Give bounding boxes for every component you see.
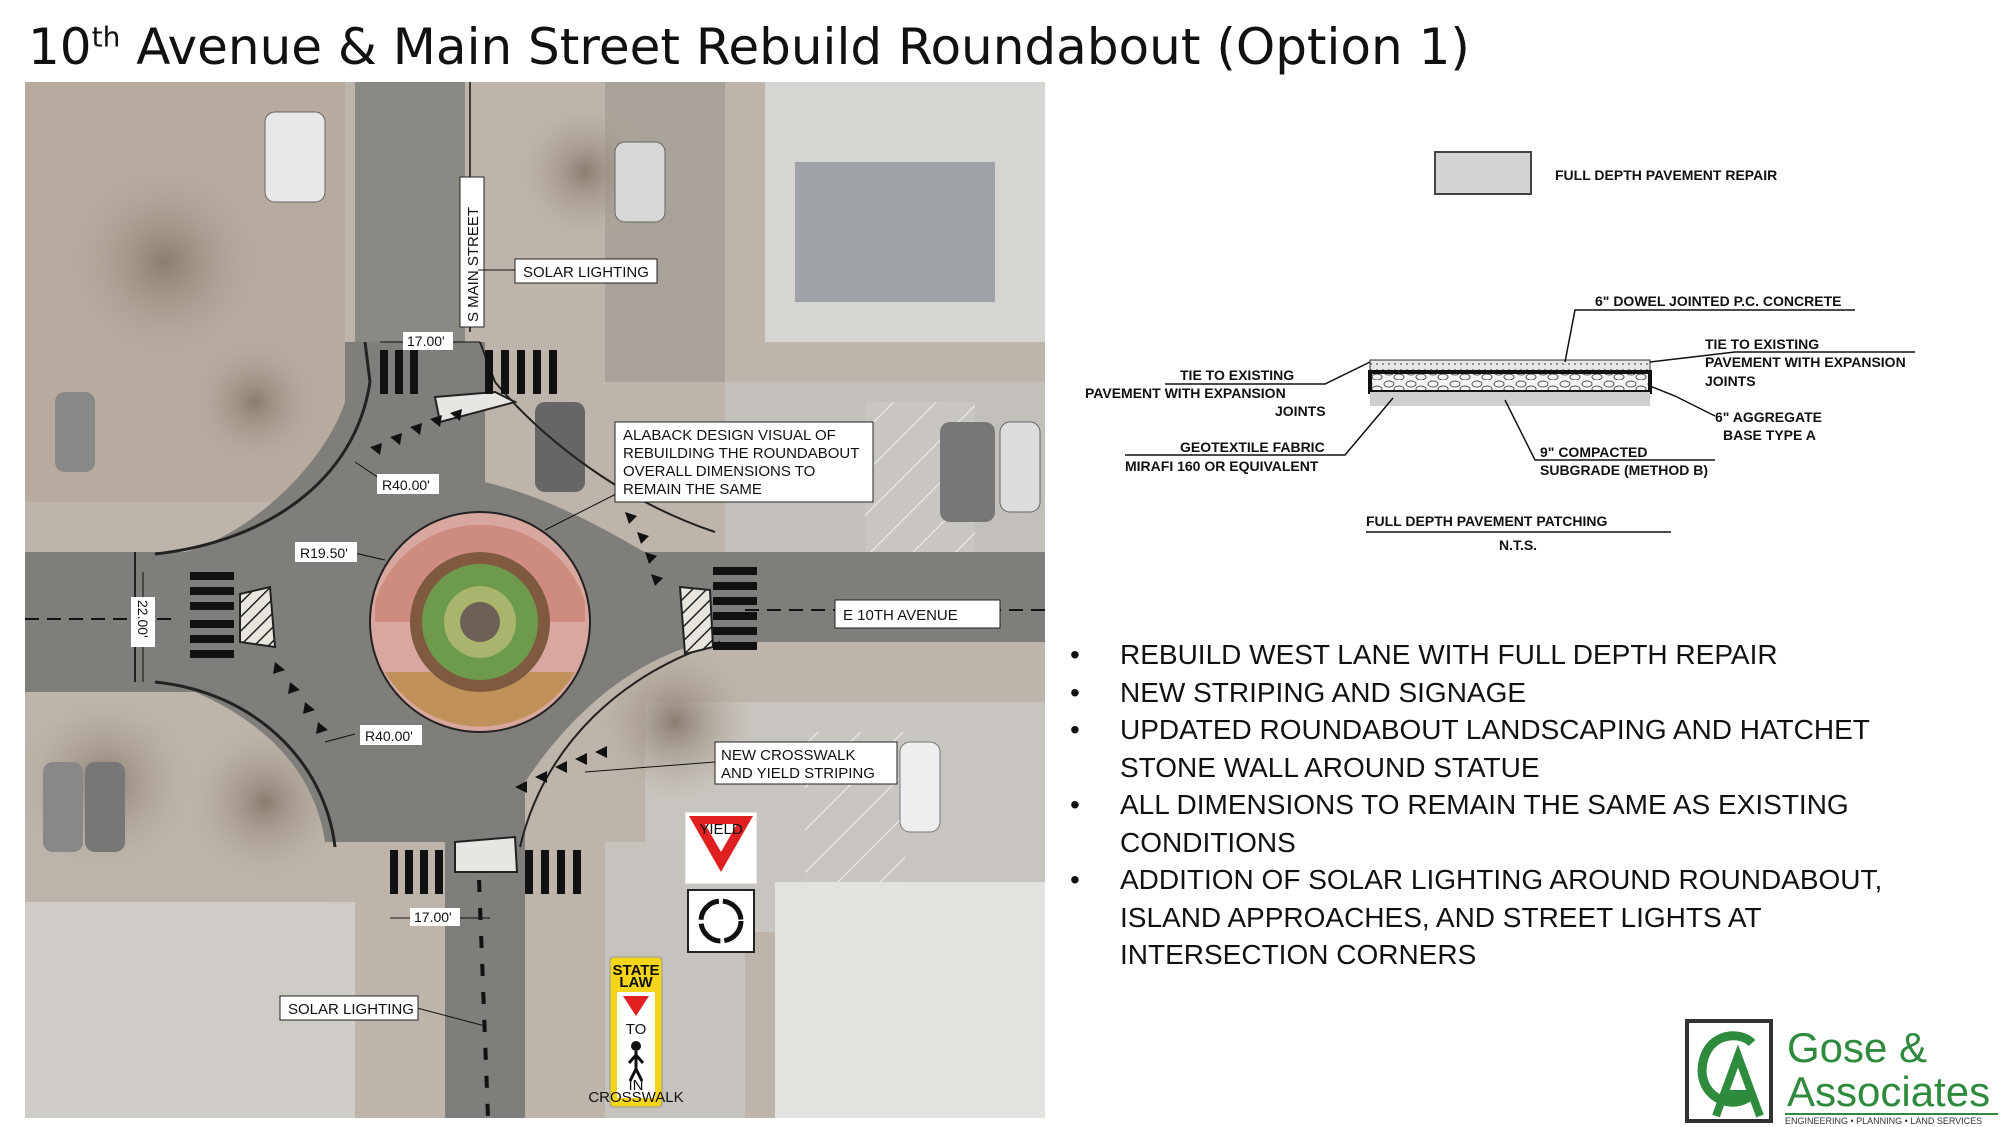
notes-bullet-list: •REBUILD WEST LANE WITH FULL DEPTH REPAI… [1070,636,1970,974]
svg-text:22.00': 22.00' [135,600,151,638]
svg-text:PAVEMENT WITH EXPANSION: PAVEMENT WITH EXPANSION [1705,354,1906,370]
e-10th-avenue-label: E 10TH AVENUE [834,599,1001,629]
dimension-17-top: 17.00' [380,332,480,350]
svg-text:E 10TH AVENUE: E 10TH AVENUE [843,607,958,624]
svg-text:SOLAR LIGHTING: SOLAR LIGHTING [523,264,649,281]
svg-text:BASE TYPE A: BASE TYPE A [1723,427,1816,443]
crosswalk-note: NEW CROSSWALK AND YIELD STRIPING [584,741,898,785]
svg-text:JOINTS: JOINTS [1275,403,1326,419]
pavement-patching-detail: FULL DEPTH PAVEMENT REPAIR 6" DOWEL JOIN… [1085,151,1915,553]
svg-text:NEW CROSSWALK: NEW CROSSWALK [721,747,855,764]
svg-text:9" COMPACTED: 9" COMPACTED [1540,444,1648,460]
solar-lighting-top-label: SOLAR LIGHTING [478,258,658,284]
alaback-note: ALABACK DESIGN VISUAL OF REBUILDING THE … [544,421,874,531]
s-main-street-label: S MAIN STREET [459,176,485,328]
svg-text:N.T.S.: N.T.S. [1499,537,1537,553]
svg-text:FULL DEPTH PAVEMENT REPAIR: FULL DEPTH PAVEMENT REPAIR [1555,167,1777,183]
svg-text:GEOTEXTILE FABRIC: GEOTEXTILE FABRIC [1180,439,1325,455]
svg-text:17.00': 17.00' [407,333,445,349]
svg-text:STATE: STATE [613,962,660,979]
svg-text:CROSSWALK: CROSSWALK [588,1089,683,1106]
svg-text:17.00': 17.00' [414,909,452,925]
svg-text:FULL DEPTH PAVEMENT PATCHING: FULL DEPTH PAVEMENT PATCHING [1366,513,1607,529]
r40-top-label: R40.00' [354,461,439,494]
svg-text:R40.00': R40.00' [365,728,413,744]
r40-bottom-label: R40.00' [324,725,422,745]
legend-full-depth-repair: FULL DEPTH PAVEMENT REPAIR [1434,151,1777,195]
svg-text:SUBGRADE (METHOD B): SUBGRADE (METHOD B) [1540,462,1708,478]
svg-text:ENGINEERING • PLANNING • LAND: ENGINEERING • PLANNING • LAND SERVICES [1785,1116,1982,1126]
solar-lighting-bottom-label: SOLAR LIGHTING [279,995,486,1027]
list-item: •UPDATED ROUNDABOUT LANDSCAPING AND HATC… [1070,714,1870,783]
roundabout-sign [687,889,755,953]
svg-text:LAW: LAW [619,974,653,991]
roundabout-aerial-plan: YIELD STATE LAW TO IN CROSSWALK S MAIN S… [25,82,1045,1118]
svg-text:YIELD: YIELD [699,821,743,838]
svg-text:TO: TO [626,1021,647,1038]
svg-text:ALABACK DESIGN VISUAL OF: ALABACK DESIGN VISUAL OF [623,427,836,444]
slide-title: 10th Avenue & Main Street Rebuild Rounda… [28,18,1470,76]
dimension-22-label: 22.00' [131,572,155,682]
svg-text:S MAIN STREET: S MAIN STREET [465,207,482,322]
svg-text:REMAIN THE SAME: REMAIN THE SAME [623,481,762,498]
dimension-17-bottom: 17.00' [390,908,490,926]
svg-text:Gose &: Gose & [1787,1024,1927,1071]
svg-text:R40.00': R40.00' [382,477,430,493]
svg-text:IN: IN [629,1077,644,1094]
list-item: •REBUILD WEST LANE WITH FULL DEPTH REPAI… [1070,639,1778,670]
svg-text:6" DOWEL JOINTED P.C. CONCRETE: 6" DOWEL JOINTED P.C. CONCRETE [1595,293,1842,309]
svg-text:TIE TO EXISTING: TIE TO EXISTING [1180,367,1294,383]
gose-associates-logo: Gose & Associates ENGINEERING • PLANNING… [1685,1019,1998,1126]
list-item: •ADDITION OF SOLAR LIGHTING AROUND ROUND… [1070,864,1883,970]
svg-text:R19.50': R19.50' [300,545,348,561]
svg-text:AND YIELD STRIPING: AND YIELD STRIPING [721,765,875,782]
list-item: •ALL DIMENSIONS TO REMAIN THE SAME AS EX… [1070,789,1849,858]
svg-text:JOINTS: JOINTS [1705,373,1756,389]
svg-text:OVERALL DIMENSIONS TO: OVERALL DIMENSIONS TO [623,463,815,480]
r19-5-label: R19.50' [295,542,386,562]
list-item: •NEW STRIPING AND SIGNAGE [1070,676,1527,708]
svg-text:SOLAR LIGHTING: SOLAR LIGHTING [288,1001,414,1018]
state-law-sign: STATE LAW TO IN CROSSWALK [588,956,684,1108]
svg-text:TIE TO EXISTING: TIE TO EXISTING [1705,336,1819,352]
svg-text:REBUILDING THE ROUNDABOUT: REBUILDING THE ROUNDABOUT [623,445,859,462]
svg-text:MIRAFI 160 OR EQUIVALENT: MIRAFI 160 OR EQUIVALENT [1125,458,1319,474]
yield-sign: YIELD [684,811,758,885]
svg-text:PAVEMENT WITH EXPANSION: PAVEMENT WITH EXPANSION [1085,385,1286,401]
svg-text:Associates: Associates [1787,1068,1990,1115]
svg-text:6" AGGREGATE: 6" AGGREGATE [1715,409,1822,425]
